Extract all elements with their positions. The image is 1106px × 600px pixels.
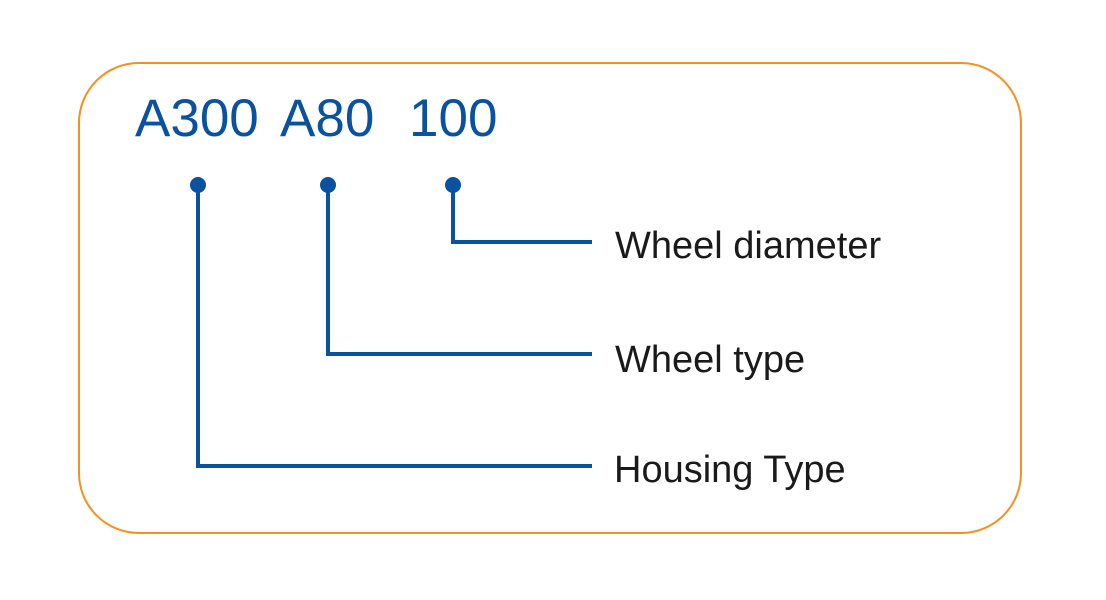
diameter-connector xyxy=(451,185,592,244)
label-diameter: Wheel diameter xyxy=(615,225,881,267)
wheel-type-connector xyxy=(326,185,592,356)
frame-border xyxy=(78,62,1022,534)
code-wheel-type: A80 xyxy=(280,89,374,148)
housing-connector xyxy=(196,185,592,468)
label-wheel-type: Wheel type xyxy=(615,339,805,381)
label-housing: Housing Type xyxy=(614,449,846,491)
code-housing: A300 xyxy=(135,89,259,148)
code-diameter: 100 xyxy=(409,89,497,148)
